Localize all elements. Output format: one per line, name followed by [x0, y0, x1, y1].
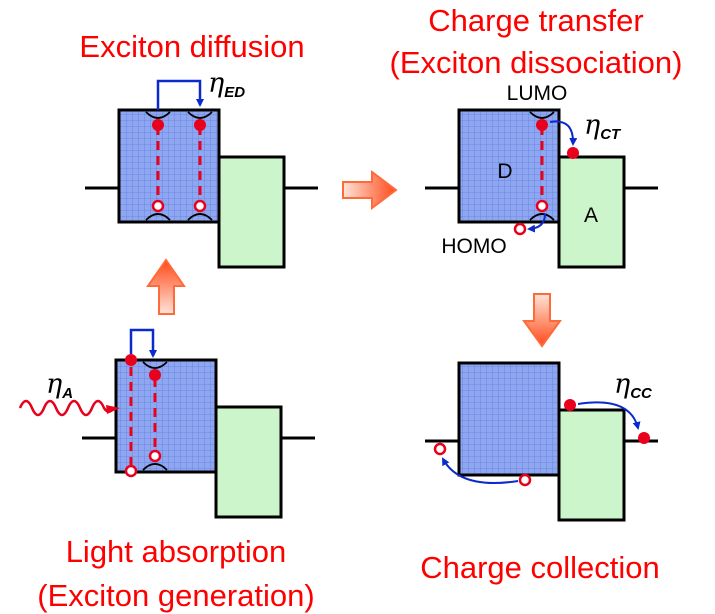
- donor-label: D: [497, 160, 512, 183]
- electron-dot: [152, 119, 164, 131]
- electron-dot: [564, 399, 576, 411]
- hole-dot: [151, 199, 165, 213]
- exciton-potential-curves: [142, 361, 168, 471]
- electron-collection-arrow: [577, 401, 641, 430]
- acceptor-label: A: [584, 204, 598, 227]
- hole-collection-arrow: [442, 457, 519, 484]
- hole-dot: [535, 199, 549, 213]
- hole-dot: [148, 449, 162, 463]
- eta-a-label: ηA: [46, 369, 73, 402]
- step-arrow-down: [522, 293, 562, 348]
- donor-block: [457, 361, 561, 477]
- hole-dot: [124, 464, 138, 478]
- title-light-absorption: Light absorption: [66, 534, 287, 569]
- title-exciton-generation: (Exciton generation): [37, 578, 314, 613]
- eta-cc-label: ηCC: [614, 369, 653, 402]
- acceptor-block: [214, 405, 283, 519]
- transferred-electron-dot: [567, 147, 579, 159]
- electron-transfer-arrow: [549, 120, 578, 146]
- electron-dot: [536, 119, 548, 131]
- transferred-hole-dot: [513, 222, 527, 236]
- panel-light-absorption: ηA: [18, 328, 315, 519]
- hole-transfer-arrow: [527, 213, 546, 233]
- panel-charge-collection: ηCC: [425, 361, 658, 522]
- donor-block: [114, 358, 218, 474]
- step-arrow-up: [146, 258, 186, 315]
- title-charge-transfer: Charge transfer: [428, 3, 643, 38]
- acceptor-block: [557, 408, 626, 522]
- hole-dot: [518, 473, 532, 487]
- acceptor-block: [217, 155, 286, 269]
- title-charge-collection: Charge collection: [420, 550, 660, 585]
- title-exciton-diffusion: Exciton diffusion: [79, 29, 304, 64]
- eta-ct-label: ηCT: [584, 110, 622, 143]
- relaxation-arrow: [129, 328, 157, 358]
- electron-dot: [194, 119, 206, 131]
- lumo-label: LUMO: [507, 82, 568, 105]
- title-exciton-dissociation: (Exciton dissociation): [390, 45, 683, 80]
- hole-dot: [193, 199, 207, 213]
- acceptor-block: [557, 155, 626, 269]
- diffusion-arrow: [156, 79, 204, 110]
- exciton-potential-curves: [145, 111, 213, 221]
- exciton-potential-curves: [529, 111, 555, 221]
- photon-arrow-head: [106, 405, 120, 414]
- panel-exciton-diffusion: ηED: [85, 68, 318, 269]
- photon-wave-icon: [18, 399, 113, 417]
- panel-charge-transfer: LUMO HOMO D A ηCT: [425, 82, 658, 269]
- electron-dot: [125, 354, 137, 366]
- homo-label: HOMO: [441, 235, 506, 258]
- collected-hole-dot: [433, 442, 447, 456]
- eta-ed-label: ηED: [208, 68, 245, 101]
- electron-dot: [149, 369, 161, 381]
- collected-electron-dot: [638, 432, 650, 444]
- step-arrow-right: [342, 170, 398, 210]
